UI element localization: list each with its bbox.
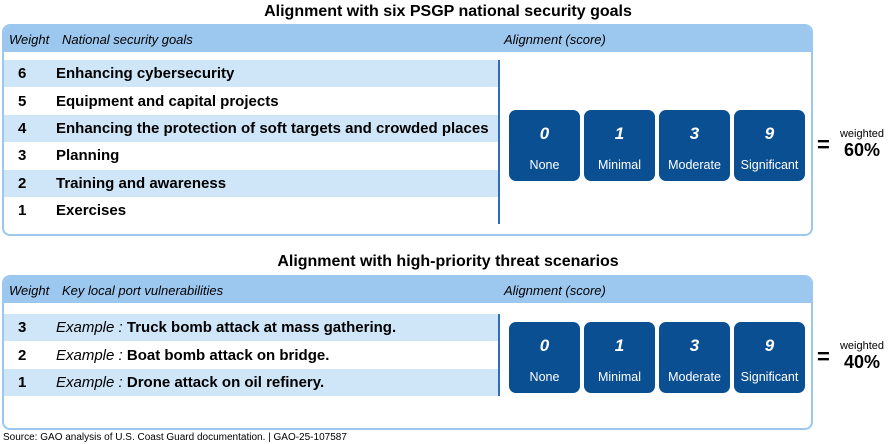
score-label: None [529,158,560,172]
threat-weight: 1 [18,373,27,391]
score-value: 0 [539,336,550,355]
vulnerabilities-header: Key local port vulnerabilities [62,283,224,298]
goals-header-label: National security goals [62,32,193,47]
score-label: Minimal [597,158,642,172]
threat-label: Truck bomb attack at mass gathering. [126,319,397,337]
example-prefix: Example : [56,373,123,391]
weighted-label: weighted [839,340,885,352]
goal-weight: 4 [18,119,27,137]
goals-panel: Weight National security goals Alignment… [2,24,813,236]
threat-weight: 2 [18,346,27,364]
goal-weight: 5 [18,92,27,110]
weight-header: Weight [9,32,50,47]
score-value: 1 [614,124,625,143]
goal-label: Planning [56,147,120,165]
goal-label: Exercises [56,202,127,220]
score-label: Moderate [668,370,721,384]
threats-header: Weight Key local port vulnerabilities Al… [4,277,811,303]
score-value: 0 [539,124,550,143]
equals-sign: = [817,132,830,157]
source-note: Source: GAO analysis of U.S. Coast Guard… [3,432,347,443]
goal-weight: 2 [18,174,27,192]
goals-header: Weight National security goals Alignment… [4,26,811,52]
equals-sign: = [817,344,830,369]
score-value: 3 [689,124,700,143]
threats-panel: Weight Key local port vulnerabilities Al… [2,275,813,430]
example-prefix: Example : [56,346,123,364]
goal-label: Equipment and capital projects [56,92,279,110]
threat-label: Boat bomb attack on bridge. [126,346,330,364]
goal-weight: 1 [18,202,27,220]
weighted-value: 40% [843,352,881,372]
weighted-label: weighted [839,128,885,140]
example-prefix: Example : [56,319,123,337]
weighted-value: 60% [843,140,881,160]
goal-row: 6 Enhancing cybersecurity [4,60,498,88]
goal-row: 4 Enhancing the protection of soft target… [4,114,498,143]
goal-weight: 6 [18,65,27,83]
score-value: 9 [764,336,775,355]
threat-row: 2 Example : Boat bomb attack on bridge. [4,341,498,368]
goal-row: 1 Exercises [4,197,498,224]
alignment-header: Alignment (score) [504,283,606,298]
weight-header: Weight [9,283,50,298]
score-label: Minimal [597,370,642,384]
goal-label: Enhancing the protection of soft targets… [56,119,489,137]
alignment-header: Alignment (score) [504,32,606,47]
goal-weight: 3 [18,147,27,165]
score-value: 1 [614,336,625,355]
score-label: Moderate [668,158,721,172]
threat-label: Drone attack on oil refinery. [126,373,325,391]
goal-row: 2 Training and awareness [4,169,498,197]
goal-row: 3 Planning [4,142,498,169]
goals-list: 6 Enhancing cybersecurity 5 Equipment and … [4,60,500,225]
goal-label: Enhancing cybersecurity [56,65,235,83]
goal-row: 5 Equipment and capital projects [4,87,498,114]
score-label: Significant [740,158,799,172]
score-label: None [529,370,560,384]
score-label: Significant [740,370,799,384]
threat-row: 3 Example : Truck bomb attack at mass gat… [4,314,498,342]
section1-title: Alignment with six PSGP national securit… [264,3,632,20]
threat-row: 1 Example : Drone attack on oil refinery. [4,368,498,397]
score-value: 3 [689,336,700,355]
score-value: 9 [764,124,775,143]
threat-weight: 3 [18,319,27,337]
goal-label: Training and awareness [56,174,227,192]
section2-title: Alignment with high-priority threat scen… [277,253,619,270]
